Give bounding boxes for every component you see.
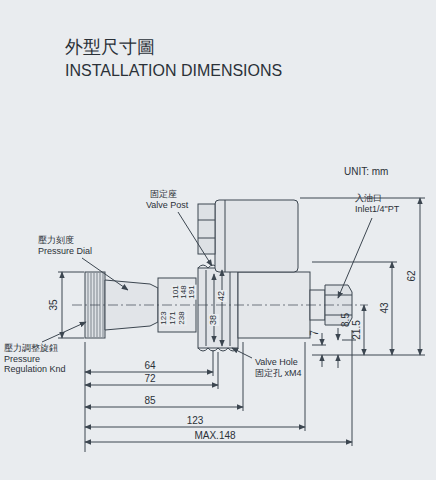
dimension-value: MAX.148 (194, 430, 235, 441)
part-label: 入油口 (355, 194, 382, 204)
dimension-value: 7 (309, 330, 320, 336)
connector-box (198, 204, 215, 254)
dimension-value: 42 (217, 290, 227, 302)
dimension-value: 123 (160, 310, 169, 325)
dimension-value: 43 (379, 302, 390, 313)
dimension-value: 123 (187, 415, 204, 426)
dimension-value: 8.5 (340, 313, 351, 327)
coil-housing (215, 200, 298, 272)
dimension-value: 62 (406, 270, 417, 281)
part-label: Inlet1/4"PT (355, 205, 399, 215)
part-label: 固定座 (150, 190, 177, 200)
dimension-value: 191 (188, 284, 197, 299)
part-label: INSTALLATION DIMENSIONS (65, 62, 282, 80)
part-label: Valve Hole (255, 358, 298, 368)
dimension-value: 171 (169, 310, 178, 325)
part-label: 壓力調整旋鈕 (4, 344, 58, 354)
dimension-value: 72 (144, 373, 155, 384)
dimension-value: 35 (48, 299, 59, 310)
part-label: Pressure Dial (38, 247, 92, 257)
part-label: Valve Post (146, 201, 188, 211)
part-label: 固定孔 xM4 (255, 369, 302, 379)
part-label: Pressure Regulation Knd (4, 355, 66, 375)
part-label: 壓力刻度 (38, 236, 74, 246)
drawing-title: 外型尺寸圖 (65, 38, 155, 58)
part-label: UNIT: mm (344, 166, 388, 177)
dimension-value: 238 (178, 310, 187, 325)
dimension-value: 85 (144, 395, 155, 406)
knurl-line (88, 273, 89, 337)
dimension-value: 21.5 (351, 320, 362, 339)
dimension-value: 64 (144, 360, 155, 371)
dimension-value: 38 (209, 314, 219, 326)
valve-post (198, 268, 238, 348)
